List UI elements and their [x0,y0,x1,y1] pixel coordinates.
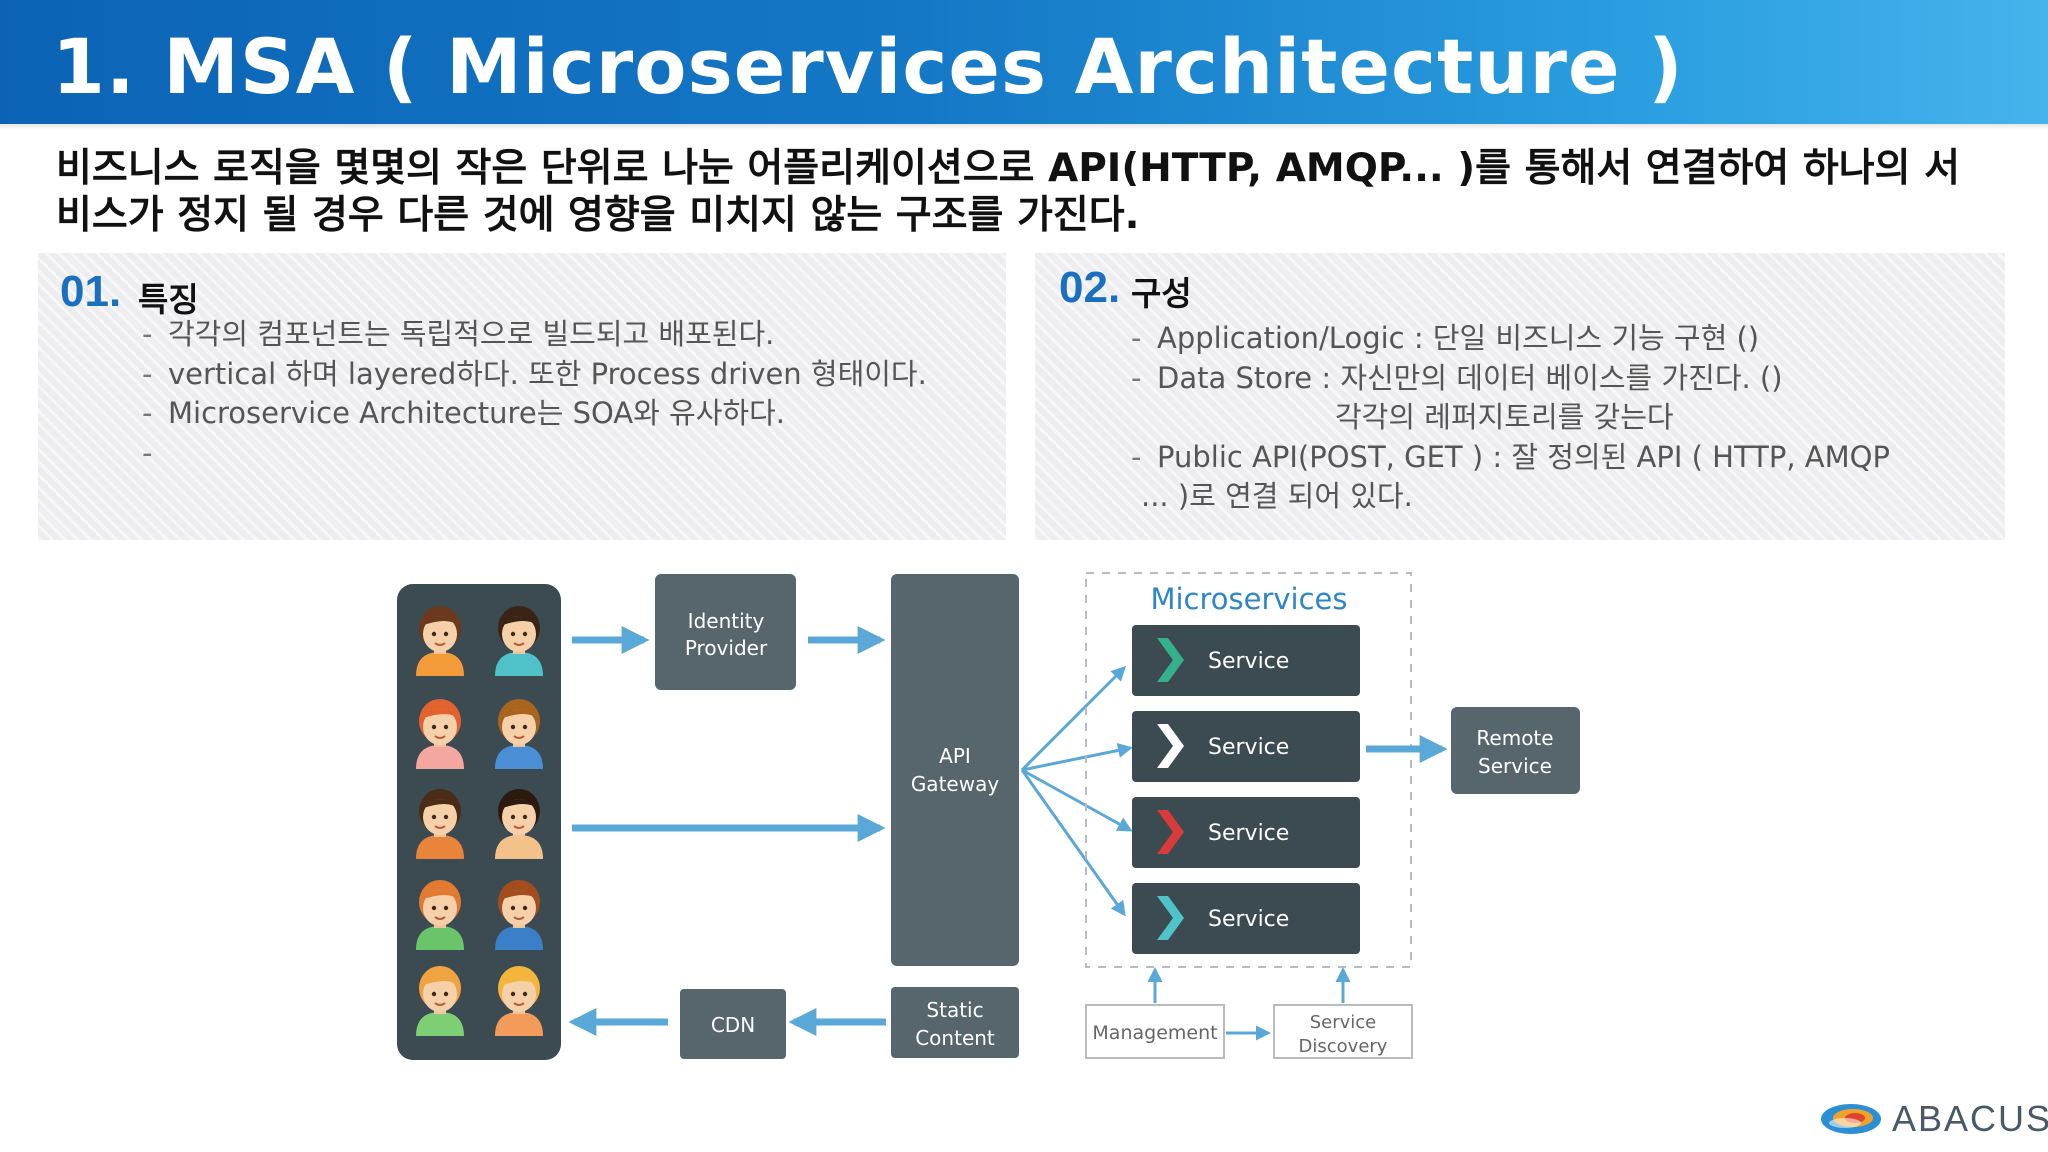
features-panel: 01. 특징 -각각의 컴포넌트는 독립적으로 빌드되고 배포된다. -vert… [38,253,1006,540]
service-discovery-label: Discovery [1299,1036,1388,1057]
components-panel: 02. 구성 -Application/Logic : 단일 비즈니스 기능 구… [1035,253,2005,540]
header-shadow [0,124,2048,130]
chevron-right-icon [1157,810,1184,854]
service-discovery-box [1273,1004,1413,1059]
young-man-user-icon [495,880,543,950]
blond-man-user-icon [416,966,464,1036]
service-label: Service [1208,907,1289,932]
abacus-logo-icon [1821,1104,1881,1134]
boy-user-icon [495,699,543,769]
features-list: -각각의 컴포넌트는 독립적으로 빌드되고 배포된다. -vertical 하며… [142,315,927,473]
service-box-1: Service [1132,625,1360,696]
header-bar [0,0,2048,124]
components-number: 02. [1059,263,1121,312]
api-gateway-label: API [939,744,971,768]
service-label: Service [1208,649,1289,674]
page-title: 1. MSA ( Microservices Architecture ) [52,22,1684,111]
service-box-4: Service [1132,883,1360,954]
service-box-3: Service [1132,797,1360,868]
features-item: -Microservice Architecture는 SOA와 유사하다. [142,396,785,430]
service-discovery-label: Service [1310,1012,1377,1033]
identity-provider-box [655,574,796,690]
static-content-label: Static [926,998,983,1022]
remote-service-label: Service [1478,754,1552,778]
service-label: Service [1208,821,1289,846]
components-item-continuation: 각각의 레퍼지토리를 갖는다 [1335,400,1674,434]
service-box-2: Service [1132,711,1360,782]
redhead-woman-user-icon [416,699,464,769]
arrow-gateway-to-service-4 [1020,769,1126,917]
arrow-gateway-to-service-1 [1020,665,1127,772]
components-item-continuation: ... )로 연결 되어 있다. [1141,479,1413,513]
abacus-logo-text: ABACUS [1892,1098,2048,1139]
microservices-title: Microservices [1150,582,1347,616]
arrow-gateway-to-service-2 [1021,743,1133,772]
identity-provider-label: Provider [685,636,768,660]
api-gateway-label: Gateway [911,772,1000,796]
intro-text: 비즈니스 로직을 몇몇의 작은 단위로 나눈 어플리케이션으로 API(HTTP… [56,145,2006,239]
components-item: -Data Store : 자신만의 데이터 베이스를 가진다. () [1131,360,1783,395]
management-label: Management [1092,1022,1217,1044]
dark-hair-woman-user-icon [495,789,543,859]
ginger-man-user-icon [416,880,464,950]
microservices-container [1085,572,1412,968]
chevron-right-icon [1157,896,1184,940]
arrow-gateway-to-service-3 [1021,768,1133,832]
user-avatars [416,606,543,1036]
intro-line-2: 비스가 정지 될 경우 다른 것에 영향을 미치지 않는 구조를 가진다. [56,193,1140,238]
cdn-box [680,989,786,1059]
remote-service-label: Remote [1476,726,1553,750]
features-heading: 특징 [138,280,199,319]
features-item: -각각의 컴포넌트는 독립적으로 빌드되고 배포된다. [142,317,775,351]
features-number: 01. [60,267,122,316]
man-user-icon [416,606,464,676]
blond-woman-user-icon [495,966,543,1036]
remote-service-box [1451,707,1580,794]
components-list: -Application/Logic : 단일 비즈니스 기능 구현 () -D… [1131,319,1890,517]
cdn-label: CDN [711,1013,755,1037]
intro-line-1: 비즈니스 로직을 몇몇의 작은 단위로 나눈 어플리케이션으로 API(HTTP… [56,146,1960,191]
chevron-right-icon [1157,638,1184,682]
components-heading: 구성 [1131,274,1192,313]
chevron-right-icon [1157,724,1184,768]
features-item: -vertical 하며 layered하다. 또한 Process drive… [142,356,927,391]
static-content-label: Content [915,1026,995,1050]
static-content-box [891,987,1019,1058]
components-item: -Application/Logic : 단일 비즈니스 기능 구현 () [1131,321,1760,355]
api-gateway-box [891,574,1019,966]
identity-provider-label: Identity [688,609,765,633]
management-box [1085,1004,1225,1059]
bearded-man-user-icon [416,789,464,859]
woman-user-icon [495,606,543,676]
features-item: - [142,435,153,470]
service-label: Service [1208,735,1289,760]
components-item: -Public API(POST, GET ) : 잘 정의된 API ( HT… [1131,439,1890,474]
